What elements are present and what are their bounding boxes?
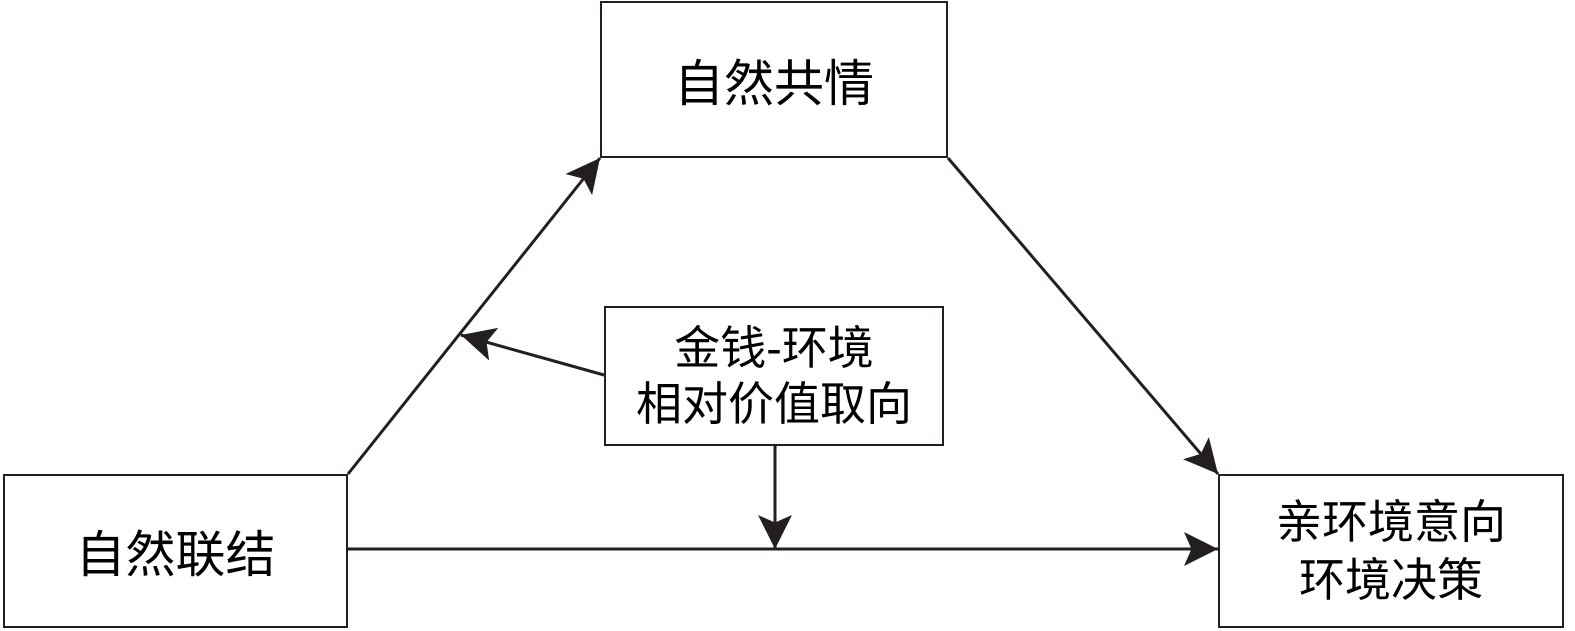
node-pro-environmental-outcome: 亲环境意向 环境决策 [1218, 474, 1564, 628]
edge-moderator-to-path-a [460, 327, 605, 377]
node-nature-connectedness-label: 自然联结 [75, 526, 276, 584]
edge-empathy-to-outcome [946, 157, 1220, 475]
node-moderator-label-line2: 相对价值取向 [636, 377, 912, 431]
node-outcome-label-line2: 环境决策 [1299, 553, 1483, 607]
node-nature-empathy-label: 自然共情 [674, 54, 874, 113]
node-nature-connectedness: 自然联结 [3, 474, 348, 628]
node-money-environment-value-orientation: 金钱-环境 相对价值取向 [604, 306, 944, 446]
node-outcome-label-line1: 亲环境意向 [1276, 495, 1506, 549]
edge-connect-to-empathy [346, 157, 602, 475]
node-nature-empathy: 自然共情 [600, 1, 948, 158]
node-moderator-label-line1: 金钱-环境 [674, 321, 874, 375]
